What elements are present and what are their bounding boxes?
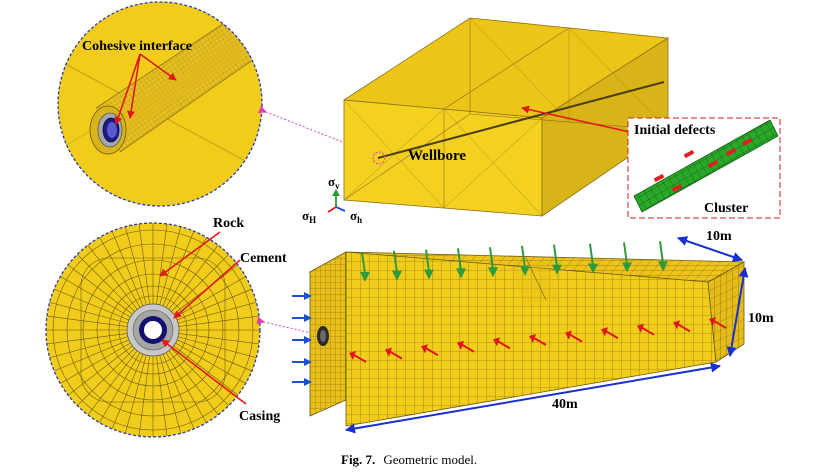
rock-label: Rock (213, 216, 244, 231)
sigma-v-symbol: σ (328, 174, 335, 189)
cluster-inset (627, 117, 781, 219)
cross-section-zoom (46, 223, 260, 437)
minimum-stress-arrows (349, 317, 727, 363)
svg-text:σh: σh (350, 208, 362, 225)
cement-label: Cement (240, 251, 287, 266)
cohesive-interface-label: Cohesive interface (82, 39, 192, 54)
width-dimension (677, 236, 743, 262)
height-dimension (726, 267, 749, 357)
caption-text: Geometric model. (383, 452, 477, 467)
cluster-label: Cluster (704, 201, 748, 216)
top-zoom-border (57, 1, 263, 207)
wellbore-pointer (521, 105, 631, 133)
cohesive-interface-zoom (58, 2, 262, 206)
length-dim-label: 40m (552, 397, 578, 412)
cement-pointer (173, 259, 241, 319)
bottom-zoom-border (45, 222, 261, 438)
casing-pointer (161, 339, 247, 405)
svg-text:σH: σH (302, 208, 316, 225)
casing-label: Casing (239, 409, 280, 424)
sigma-h-upper-sub: H (309, 215, 316, 225)
svg-text:σv: σv (328, 174, 340, 191)
length-dimension (345, 362, 721, 434)
figure-caption: Fig. 7. Geometric model. (341, 451, 477, 468)
caption-label: Fig. 7. (341, 452, 375, 467)
sigma-h-upper-symbol: σ (302, 208, 309, 223)
horizontal-stress-arrows (292, 292, 312, 386)
sigma-v-sub: v (335, 181, 340, 191)
stress-axis-triad: σv σH σh (302, 174, 362, 225)
sigma-h-lower-sub: h (357, 215, 362, 225)
wellbore-block (342, 17, 670, 217)
bottom-callout-line (256, 316, 317, 335)
initial-defects-label: Initial defects (634, 123, 716, 138)
cohesive-arrow-2 (127, 53, 141, 119)
rock-pointer (159, 231, 221, 277)
sigma-h-lower-symbol: σ (350, 208, 357, 223)
cohesive-arrow-3 (139, 53, 177, 81)
width-dim-label: 10m (706, 229, 732, 244)
wellbore-label: Wellbore (408, 148, 466, 164)
height-dim-label: 10m (748, 311, 774, 326)
vertical-stress-arrows (360, 241, 668, 282)
cohesive-arrow-1 (114, 53, 141, 125)
